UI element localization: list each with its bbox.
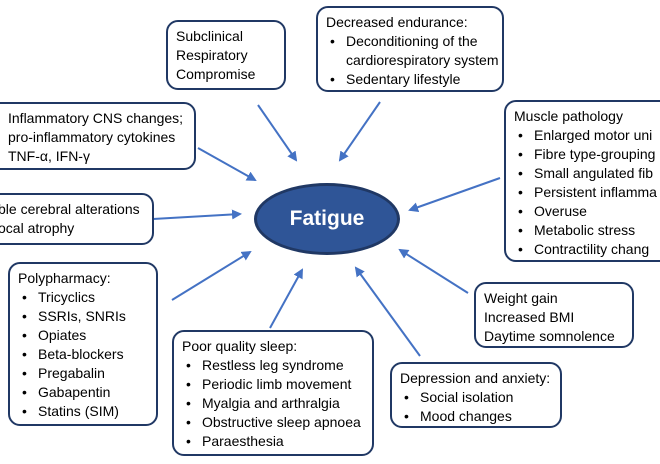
polypharmacy-title: Polypharmacy: bbox=[18, 270, 111, 286]
cns-line-2: pro-inflammatory cytokines bbox=[8, 129, 176, 145]
polypharmacy-item-7: Statins (SIM) bbox=[18, 402, 148, 421]
fatigue-label: Fatigue bbox=[289, 207, 365, 230]
polypharmacy-item-1: Tricyclics bbox=[18, 288, 148, 307]
weight-line-1: Weight gain bbox=[484, 290, 558, 306]
polypharmacy-box: Polypharmacy: Tricyclics SSRIs, SNRIs Op… bbox=[8, 262, 158, 426]
muscle-box: Muscle pathology Enlarged motor uni Fibr… bbox=[504, 100, 660, 262]
depression-box: Depression and anxiety: Social isolation… bbox=[390, 362, 562, 428]
arrow-weight bbox=[398, 248, 469, 294]
endurance-item-2: Sedentary lifestyle bbox=[326, 70, 494, 89]
cerebral-box: ble cerebral alterations ocal atrophy bbox=[0, 193, 154, 245]
weight-box: Weight gain Increased BMI Daytime somnol… bbox=[474, 282, 634, 348]
sleep-item-1: Restless leg syndrome bbox=[182, 356, 364, 375]
muscle-item-7: Contractility chang bbox=[514, 240, 660, 259]
sleep-item-5: Paraesthesia bbox=[182, 432, 364, 451]
polypharmacy-item-2: SSRIs, SNRIs bbox=[18, 307, 148, 326]
endurance-item-1-continuation: cardiorespiratory system bbox=[346, 52, 499, 68]
endurance-box: Decreased endurance: Deconditioning of t… bbox=[316, 6, 504, 92]
arrow-cerebral bbox=[152, 209, 242, 220]
muscle-item-5: Overuse bbox=[514, 202, 660, 221]
polypharmacy-item-6: Gabapentin bbox=[18, 383, 148, 402]
muscle-item-2: Fibre type-grouping bbox=[514, 145, 660, 164]
fatigue-node: Fatigue bbox=[254, 183, 400, 255]
cerebral-line-1: ble cerebral alterations bbox=[0, 201, 140, 217]
respiratory-line-3: Compromise bbox=[176, 66, 256, 82]
cerebral-line-2: ocal atrophy bbox=[0, 220, 75, 236]
respiratory-line-2: Respiratory bbox=[176, 47, 248, 63]
sleep-item-3: Myalgia and arthralgia bbox=[182, 394, 364, 413]
polypharmacy-item-3: Opiates bbox=[18, 326, 148, 345]
weight-line-3: Daytime somnolence bbox=[484, 328, 615, 344]
arrow-respiratory bbox=[257, 104, 298, 162]
muscle-item-1: Enlarged motor uni bbox=[514, 126, 660, 145]
arrow-cns bbox=[197, 147, 257, 181]
polypharmacy-item-5: Pregabalin bbox=[18, 364, 148, 383]
respiratory-box: Subclinical Respiratory Compromise bbox=[166, 20, 286, 90]
arrow-sleep bbox=[269, 268, 303, 329]
depression-item-2: Mood changes bbox=[400, 407, 552, 426]
sleep-title: Poor quality sleep: bbox=[182, 338, 298, 354]
cns-line-3: TNF-α, IFN-γ bbox=[8, 148, 90, 164]
cns-line-1: Inflammatory CNS changes; bbox=[8, 110, 184, 126]
endurance-title: Decreased endurance: bbox=[326, 14, 468, 30]
cns-box: Inflammatory CNS changes; pro-inflammato… bbox=[0, 102, 196, 170]
endurance-item-1: Deconditioning of the bbox=[326, 32, 494, 51]
arrow-endurance bbox=[338, 101, 381, 162]
polypharmacy-item-4: Beta-blockers bbox=[18, 345, 148, 364]
sleep-item-4: Obstructive sleep apnoea bbox=[182, 413, 364, 432]
muscle-item-6: Metabolic stress bbox=[514, 221, 660, 240]
sleep-box: Poor quality sleep: Restless leg syndrom… bbox=[172, 330, 374, 456]
weight-line-2: Increased BMI bbox=[484, 309, 575, 325]
arrow-muscle bbox=[408, 177, 501, 213]
muscle-item-3: Small angulated fib bbox=[514, 164, 660, 183]
muscle-item-4: Persistent inflamma bbox=[514, 183, 660, 202]
arrow-polypharmacy bbox=[171, 250, 252, 301]
sleep-item-2: Periodic limb movement bbox=[182, 375, 364, 394]
depression-title: Depression and anxiety: bbox=[400, 370, 551, 386]
muscle-title: Muscle pathology bbox=[514, 108, 623, 124]
depression-item-1: Social isolation bbox=[400, 388, 552, 407]
respiratory-line-1: Subclinical bbox=[176, 28, 243, 44]
arrow-depression bbox=[354, 266, 421, 357]
